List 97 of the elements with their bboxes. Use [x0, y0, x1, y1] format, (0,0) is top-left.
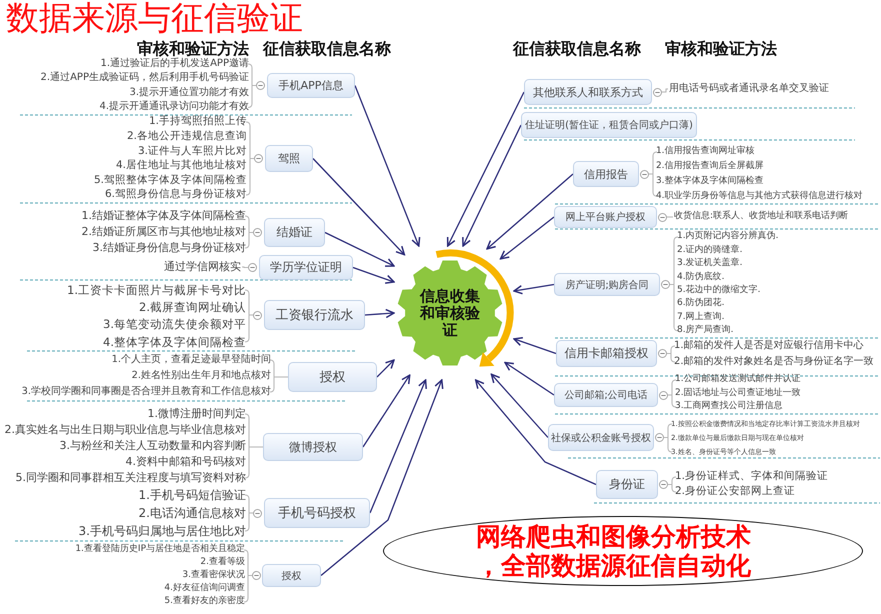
arrow [352, 266, 395, 284]
topic-box: 信用卡邮箱授权 [556, 340, 657, 367]
arrow [513, 337, 556, 354]
method-text: 4.职业学历身份等信息与其他方式获得信息进行核对 [656, 190, 862, 202]
method-text: 2.通过APP生成验证码，然后利用手机号码验证 [40, 72, 249, 85]
method-text: 5.查看好友的亲密度 [164, 596, 245, 608]
method-text: 1.结婚证整体字体及字体间隔检查 [82, 209, 246, 223]
method-text: 2.身份证公安部网上查证 [675, 485, 796, 499]
method-text: 3.证件与人车照片比对 [138, 144, 247, 158]
topic-box: 其他联系人和联系方式 [524, 79, 652, 105]
method-text: 1.公司邮箱发送测试邮件并认证 [675, 374, 801, 386]
ellipse-note: 网络爬虫和图像分析技术，全部数据源征信自动化 [383, 516, 863, 586]
method-text: 2.姓名性别出生年月和地点核对 [132, 370, 271, 382]
method-text: 4.整体字体及字体间隔检查 [103, 334, 246, 350]
title: 数据来源与征信验证 [6, 0, 303, 36]
method-text: 6.驾照身份信息与身份证核对 [104, 188, 247, 202]
column-header: 审核和验证方法 [665, 39, 777, 58]
arrow [369, 379, 427, 514]
method-text: 3.与粉丝和关注人互动数量和内容判断 [60, 439, 246, 453]
method-text: 1.身份证样式、字体和间隔验证 [675, 470, 828, 484]
arrow [354, 85, 420, 247]
method-text: 3.发证机关盖章. [677, 258, 742, 270]
method-text: 4.好友征信询问调查 [164, 583, 245, 595]
topic-box: 公司邮箱;公司电话 [554, 383, 658, 407]
method-text: 收货信息:联系人、收货地址和联系电话判断 [674, 211, 848, 223]
method-text: 4.资料中邮箱和号码核对 [126, 455, 246, 469]
topic-box: 授权 [262, 564, 321, 587]
arrow [362, 374, 410, 448]
arrow [364, 308, 395, 318]
method-text: 用电话号码或者通讯录名单交叉验证 [669, 82, 829, 96]
method-text: 5.驾照整体字体及字体间隔检查 [94, 174, 247, 187]
column-header: 审核和验证方法 [137, 39, 249, 58]
method-text: 1.邮箱的发件人是否是对应银行信用卡中心 [674, 340, 864, 352]
method-text: 2.真实姓名与出生日期与职业信息与毕业信息核对 [4, 423, 246, 437]
method-text: 3.每笔变动流失使余额对平 [103, 317, 246, 332]
topic-box: 工资银行流水 [264, 300, 365, 330]
arrow [513, 284, 554, 294]
topic-box: 住址证明(暂住证，租赁合同或户口薄) [521, 112, 697, 138]
method-text: 2.固话地址与公司查证地址一致 [675, 388, 801, 400]
method-text: 1.微博注册时间判定 [148, 407, 246, 421]
topic-box: 房产证明;购房合同 [554, 273, 660, 296]
method-text: 4.居住地址与其他地址核对 [116, 159, 247, 172]
method-text: 2.邮箱的发件对象姓名是否与身份证名字一致 [674, 356, 874, 368]
arrow [500, 216, 554, 260]
method-text: 2.各地公开违规信息查询 [126, 130, 247, 144]
topic-box: 驾照 [265, 145, 313, 172]
method-text: 2.截屏查询网址确认 [139, 300, 246, 314]
column-header: 征信获取信息名称 [263, 39, 391, 58]
method-text: 6.防伪团花. [677, 298, 724, 310]
arrow [320, 379, 444, 576]
method-text: 1.工资卡卡面照片与截屏卡号对比 [67, 282, 246, 298]
method-text: 通过学信网核实 [164, 260, 241, 274]
method-text: 2.信用报告查询后全屏截屏 [656, 161, 764, 172]
method-text: 3.结婚证身份信息与身份证核对 [92, 241, 246, 255]
method-text: 7.网上查询. [677, 312, 724, 324]
method-text: 3.工商网查找公司注册信息 [675, 401, 783, 413]
method-text: 1.查看登陆历史IP与居住地是否相关且稳定 [75, 544, 245, 556]
topic-box: 授权 [288, 362, 377, 392]
method-text: 5.同学圈和同事群相互关注程度与填写资料对称 [16, 471, 246, 485]
topic-box: 手机号码授权 [264, 498, 370, 528]
method-text: 1.通过验证后的手机发送APP邀请 [100, 58, 249, 70]
arrow [490, 374, 548, 438]
method-text: 3.手机号码归属地与居住地比对 [78, 524, 246, 538]
method-text: 3.学校同学圈和同事圈是否合理并且教育和工作信息核对 [22, 386, 271, 398]
topic-box: 信用报告 [573, 161, 639, 187]
topic-box: 身份证 [596, 470, 658, 499]
arrow [376, 359, 395, 378]
column-header: 征信获取信息名称 [513, 39, 641, 58]
arrow [324, 232, 395, 267]
arrow [474, 379, 596, 486]
topic-box: 社保或公积金账号授权 [548, 424, 654, 451]
method-text: 3.提示开通位置功能才有效 [129, 86, 249, 100]
arrow [312, 158, 406, 256]
method-text: 1.个人主页，查看足迹最早登陆时间 [112, 354, 271, 366]
method-text: 1.信用报告查询网址审核 [656, 146, 754, 158]
arrow [446, 92, 525, 247]
arrow [486, 174, 574, 250]
method-text: 4.提示开通通讯录访问功能才有效 [99, 101, 249, 114]
method-text: 5.花边中的微缩文字. [677, 284, 760, 296]
topic-box: 手机APP信息 [267, 73, 355, 98]
arrow [504, 362, 554, 396]
topic-box: 微博授权 [263, 433, 363, 461]
method-text: 2.电话沟通信息核对 [138, 506, 246, 520]
method-text: 1.手持驾照拍照上传 [148, 115, 247, 129]
method-text: 1.内页附记内容分辨真伪. [677, 231, 778, 243]
arrow [462, 124, 522, 247]
method-text: 3.查看密保状况 [182, 570, 245, 582]
method-text: 1.手机号码短信验证 [138, 488, 246, 502]
method-text: 2.查看等级 [200, 557, 245, 569]
method-text: 3.整体字体及字体间隔检查 [656, 176, 764, 187]
topic-box: 网上平台账户授权 [554, 206, 657, 228]
method-text: 8.房产局查询. [677, 325, 734, 336]
method-text: 2.证内的骑缝章. [677, 244, 742, 256]
topic-box: 结婚证 [264, 218, 325, 247]
topic-box: 学历学位证明 [259, 255, 353, 280]
method-text: 2.结婚证所属区市与其他地址核对 [82, 225, 246, 239]
method-text: 4.防伪底纹. [677, 272, 724, 283]
